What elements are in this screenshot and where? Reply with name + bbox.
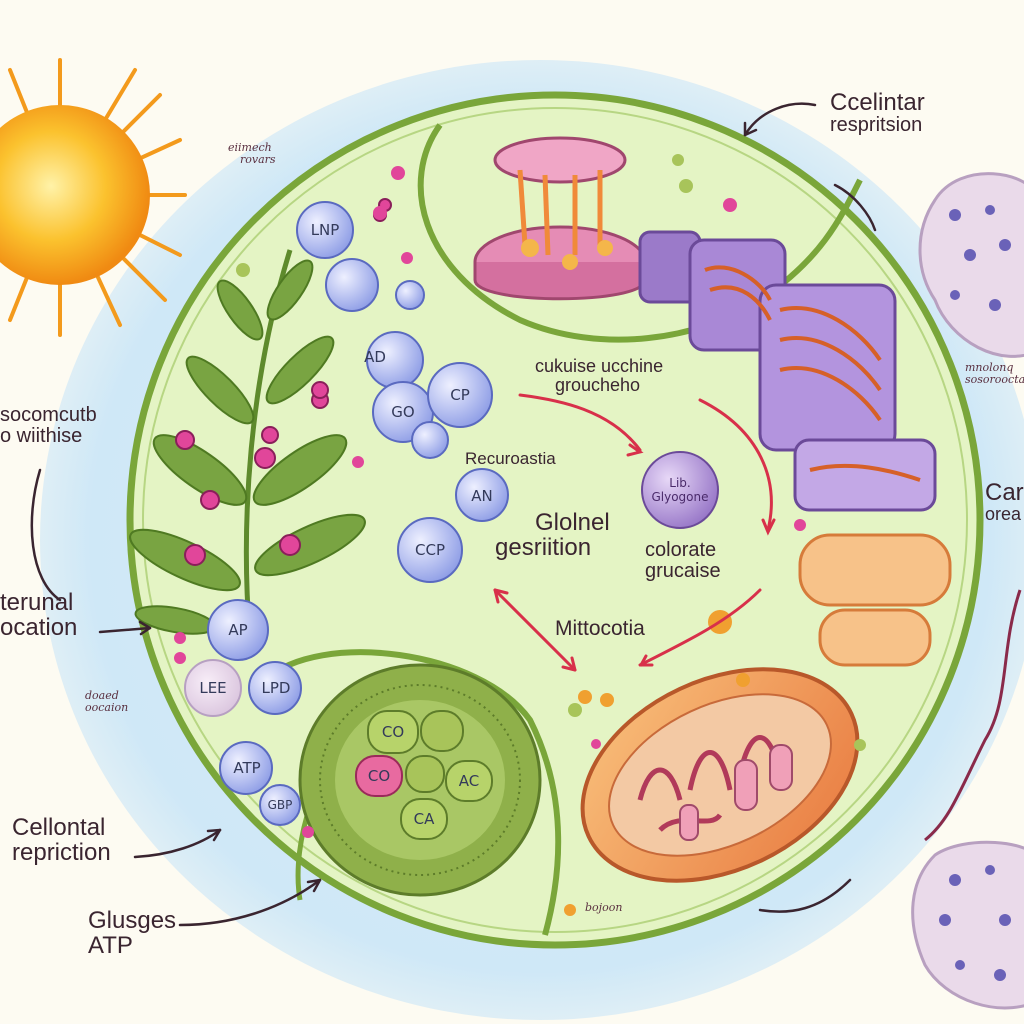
label-small-right: mnolonq sosoroocta: [965, 362, 1024, 385]
inner-membrane-bottom: [262, 649, 562, 936]
label-line: Glolnel: [535, 509, 610, 536]
label-left-bottom: Glusges ATP: [88, 907, 177, 960]
label-left-mid: terunal ocation: [0, 589, 78, 642]
label-center-mid: Glolnel gesriition: [495, 509, 610, 562]
label-line: repriction: [12, 839, 111, 867]
pale-vesicle: [184, 659, 242, 717]
bubble-label: GO: [391, 403, 415, 421]
label-line: mnolonq: [965, 361, 1014, 374]
mitochondrion: [580, 667, 860, 883]
label-line: Cellontal: [12, 814, 106, 841]
bubble-label: CP: [450, 386, 470, 404]
label-small-bottom: bojoon: [585, 901, 623, 914]
label-line: socomcutb: [0, 404, 97, 426]
inner-membrane-top: [417, 123, 863, 343]
annotation-arrows: [30, 102, 877, 927]
label-line: orea: [985, 504, 1022, 525]
label-line: Glusges: [88, 907, 177, 934]
scattered-dots: [174, 154, 866, 916]
label-line: terunal: [0, 589, 74, 616]
bubble-label: LNP: [310, 221, 340, 239]
label-line: colorate: [645, 539, 717, 561]
blue-orbs: [207, 201, 509, 826]
granum: CO: [367, 710, 419, 754]
bubble-label: LEE: [199, 679, 227, 697]
label-line: groucheho: [555, 374, 641, 395]
label-cellular-respiration-title: Ccelintar respritsion: [830, 90, 925, 136]
berries: [175, 198, 392, 566]
bubble-label-glycogen: Lib. Glyogone: [651, 476, 709, 504]
label-small-lower-left: doaed oocaion: [85, 690, 128, 713]
red-arrows: [493, 393, 776, 672]
label-line: oocaion: [85, 700, 129, 714]
golgi-body: [638, 230, 937, 512]
label-right-edge: Car orea: [985, 480, 1024, 524]
label-line: gesriition: [495, 534, 592, 562]
bubble-label: ATP: [233, 759, 261, 777]
label-line: Car: [985, 479, 1024, 506]
plant-leaves: [129, 249, 366, 641]
granum: CA: [400, 798, 448, 840]
label-line: ATP: [88, 932, 133, 960]
label-line: eiimech: [228, 141, 272, 154]
external-cell-top: [918, 172, 1024, 358]
bubble-label: LPD: [261, 679, 291, 697]
label-left-upper: socomcutb o wiithise: [0, 405, 97, 447]
bubble-label: AD: [364, 348, 386, 366]
label-center-top: cukuise ucchine groucheho: [535, 357, 663, 395]
granum: [420, 710, 464, 752]
label-line: respritsion: [830, 114, 923, 137]
sun-icon: [0, 58, 187, 337]
label-line: Ccelintar: [830, 89, 925, 116]
granum: AC: [445, 760, 493, 802]
orange-vesicle: [818, 608, 932, 667]
glycogen-orb: [641, 451, 719, 529]
granum: [405, 755, 445, 793]
bubble-label: GBP: [267, 798, 293, 812]
bubble-label: AN: [471, 487, 493, 505]
chloroplast-grana: CO CO AC CA: [345, 710, 495, 840]
label-line: sosoroocta: [965, 372, 1024, 386]
label-line: doaed: [85, 689, 119, 702]
bubble-label: AP: [228, 621, 248, 639]
label-line: rovars: [240, 152, 276, 166]
label-line: cukuise ucchine: [535, 356, 664, 376]
label-mitochondria: Mittocotia: [555, 617, 645, 640]
label-line: ocation: [0, 614, 78, 642]
label-line: o wiithise: [0, 425, 83, 447]
label-colorate: colorate grucaise: [645, 540, 721, 582]
external-cell-bottom: [911, 840, 1024, 1010]
bubble-label: CCP: [415, 541, 445, 559]
granum: CO: [355, 755, 403, 797]
label-line: grucaise: [645, 560, 721, 582]
label-small-top-left: eiimech rovars: [228, 142, 276, 165]
label-recuroastia: Recuroastia: [465, 449, 556, 468]
label-left-lower: Cellontal repriction: [12, 814, 111, 867]
flagellum: [924, 589, 1022, 842]
orange-vesicle: [798, 533, 952, 607]
